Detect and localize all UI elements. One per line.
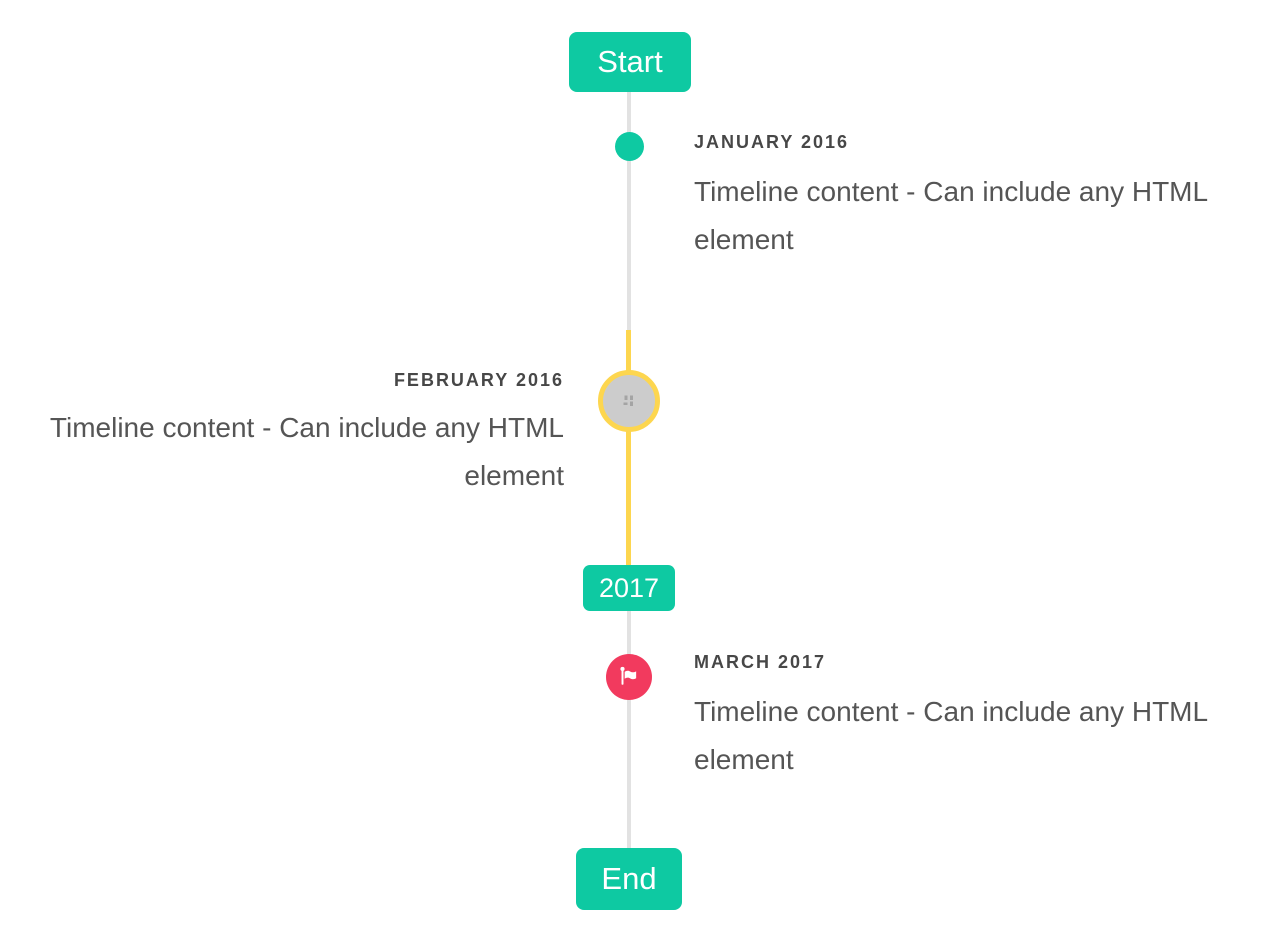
broken-image-icon xyxy=(623,395,633,406)
year-2017-flag-badge: 2017 xyxy=(583,565,675,611)
end-flag-badge: End xyxy=(576,848,682,910)
february-marker-image-circle xyxy=(598,370,660,432)
january-entry-label: JANUARY 2016 xyxy=(694,132,850,152)
flag-icon xyxy=(620,666,637,685)
march-entry-label: MARCH 2017 xyxy=(694,652,827,672)
february-entry-content: Timeline content - Can include any HTML … xyxy=(49,412,564,491)
january-entry-content: Timeline content - Can include any HTML … xyxy=(694,176,1208,255)
january-marker-dot xyxy=(615,132,644,161)
march-entry-content: Timeline content - Can include any HTML … xyxy=(694,696,1208,775)
timeline-line-gray-bottom xyxy=(627,611,631,848)
timeline-line-gray-top xyxy=(627,92,631,332)
timeline-line-yellow-highlight xyxy=(626,330,631,566)
start-flag-badge: Start xyxy=(569,32,691,92)
march-marker-flag-circle xyxy=(606,654,652,700)
february-entry-label: FEBRUARY 2016 xyxy=(393,370,564,390)
